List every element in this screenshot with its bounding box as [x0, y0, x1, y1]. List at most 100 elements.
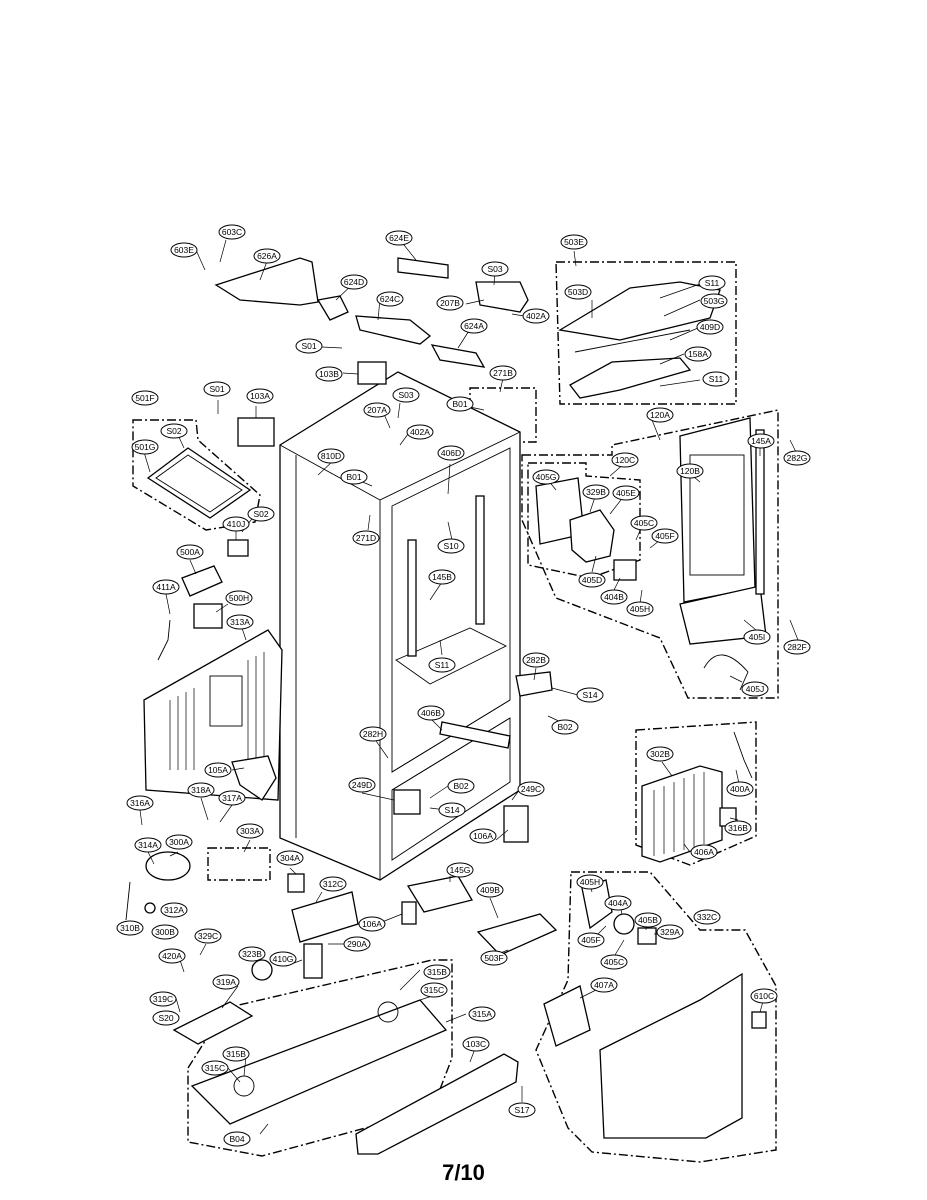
machine-room-cover-group-boundary	[535, 871, 777, 1163]
svg-text:603C: 603C	[222, 227, 242, 237]
svg-text:271B: 271B	[493, 368, 513, 378]
callout: S10	[437, 538, 465, 554]
callout: 323B	[238, 946, 266, 962]
callout: 315B	[423, 964, 451, 980]
callout: 405C	[600, 954, 628, 970]
callout: 314A	[134, 837, 162, 853]
callout: 304A	[276, 850, 304, 866]
svg-text:315C: 315C	[205, 1063, 225, 1073]
rail-406b	[439, 721, 511, 749]
svg-text:B04: B04	[229, 1134, 244, 1144]
callout: B04	[223, 1131, 251, 1147]
rail-145b	[407, 539, 417, 657]
roller-624d	[316, 295, 349, 321]
svg-text:207B: 207B	[440, 298, 460, 308]
cover-pcb-group-boundary	[132, 419, 261, 531]
ice-maker-group-boundary	[521, 409, 779, 699]
callout: 290A	[343, 936, 371, 952]
svg-text:323B: 323B	[242, 949, 262, 959]
svg-text:406D: 406D	[441, 448, 461, 458]
svg-text:420A: 420A	[162, 951, 182, 961]
clip-610c	[751, 1011, 767, 1029]
callout: S14	[576, 687, 604, 703]
svg-text:310B: 310B	[120, 923, 140, 933]
display-board-500a	[181, 565, 223, 597]
svg-text:319A: 319A	[216, 977, 236, 987]
svg-text:400A: 400A	[730, 784, 750, 794]
callout: 610C	[750, 988, 778, 1004]
callout: 120A	[646, 407, 674, 423]
leg-106a-front	[401, 901, 417, 925]
callout: 501F	[131, 390, 159, 406]
callout: 400A	[726, 781, 754, 797]
base-plate-group-boundary	[187, 959, 453, 1157]
callout: 316A	[126, 795, 154, 811]
callout: 106A	[358, 916, 386, 932]
svg-text:405B: 405B	[638, 915, 658, 925]
svg-text:624D: 624D	[344, 277, 364, 287]
callout: 405G	[532, 469, 560, 485]
gear-404a	[613, 913, 635, 935]
svg-text:145B: 145B	[432, 572, 452, 582]
thermistor-410j	[227, 539, 249, 557]
callout: 332C	[693, 909, 721, 925]
callout: 420A	[158, 948, 186, 964]
callout: 500H	[225, 590, 253, 606]
callout: 405J	[741, 681, 769, 697]
callout: 603C	[218, 224, 246, 240]
wire-411a	[157, 619, 171, 661]
svg-text:300A: 300A	[169, 837, 189, 847]
callout: 312A	[160, 902, 188, 918]
compressor-300a	[145, 851, 191, 881]
callout: S01	[203, 381, 231, 397]
capacitor-410g	[303, 943, 323, 979]
gear-404b	[613, 559, 637, 581]
rail-145b-right	[475, 495, 485, 625]
callout: S02	[247, 506, 275, 522]
svg-text:402A: 402A	[526, 311, 546, 321]
cover-313a	[143, 629, 283, 801]
svg-text:282B: 282B	[526, 655, 546, 665]
callout: 624C	[376, 291, 404, 307]
callout: 624D	[340, 274, 368, 290]
svg-text:105A: 105A	[208, 765, 228, 775]
callout: 120C	[611, 452, 639, 468]
svg-text:402A: 402A	[410, 427, 430, 437]
svg-text:300B: 300B	[155, 927, 175, 937]
callout: B02	[551, 719, 579, 735]
motor-329b	[569, 509, 615, 563]
svg-text:B02: B02	[557, 722, 572, 732]
bracket-207b	[475, 281, 529, 313]
callout: 271D	[352, 530, 380, 546]
pcb-cover	[146, 447, 252, 661]
svg-text:145A: 145A	[751, 436, 771, 446]
svg-text:626A: 626A	[257, 251, 277, 261]
svg-text:120B: 120B	[680, 466, 700, 476]
callout: 503G	[700, 293, 728, 309]
callout: 319A	[212, 974, 240, 990]
callout: 405E	[612, 485, 640, 501]
callout: S14	[438, 802, 466, 818]
duct-105a	[231, 755, 277, 801]
pcb-500h	[193, 603, 223, 629]
callout: 503D	[564, 284, 592, 300]
svg-text:106A: 106A	[473, 831, 493, 841]
svg-text:624E: 624E	[389, 233, 409, 243]
svg-text:409B: 409B	[480, 885, 500, 895]
svg-text:312A: 312A	[164, 905, 184, 915]
svg-text:302B: 302B	[650, 749, 670, 759]
svg-text:317A: 317A	[222, 793, 242, 803]
leg-106a	[503, 805, 529, 843]
svg-text:503D: 503D	[568, 287, 588, 297]
callout: 310B	[116, 920, 144, 936]
svg-text:405C: 405C	[604, 957, 624, 967]
page-number: 7/10	[442, 1160, 485, 1185]
svg-text:S14: S14	[582, 690, 597, 700]
cover-145g	[406, 875, 473, 913]
callout: 624E	[385, 230, 413, 246]
tube-310b	[125, 881, 131, 921]
callout: 402A	[406, 424, 434, 440]
callout: 624A	[460, 318, 488, 334]
svg-text:316A: 316A	[130, 798, 150, 808]
